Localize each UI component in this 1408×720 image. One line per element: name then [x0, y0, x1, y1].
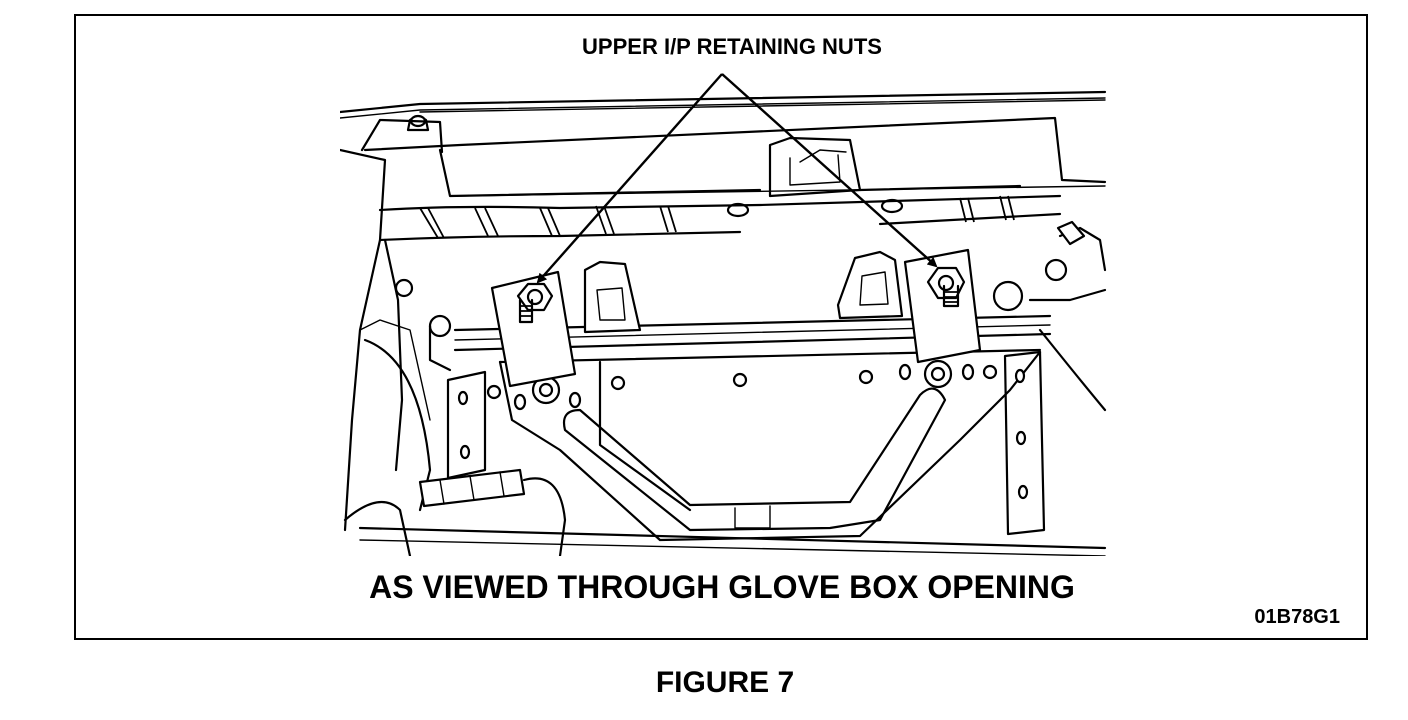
callout-label: UPPER I/P RETAINING NUTS: [582, 34, 882, 59]
upper-ip-retaining-nut-left-icon: [516, 282, 554, 324]
dash-structure-drawing: [340, 90, 1107, 556]
leader-arrow-right: [721, 73, 938, 268]
upper-ip-retaining-nut-right-icon: [926, 266, 966, 308]
drawing-code: 01B78G1: [1254, 606, 1340, 628]
view-caption: AS VIEWED THROUGH GLOVE BOX OPENING: [369, 569, 1075, 605]
leader-arrow-left: [536, 73, 723, 284]
figure-title: FIGURE 7: [655, 666, 795, 699]
illustration-frame: [74, 14, 1368, 640]
